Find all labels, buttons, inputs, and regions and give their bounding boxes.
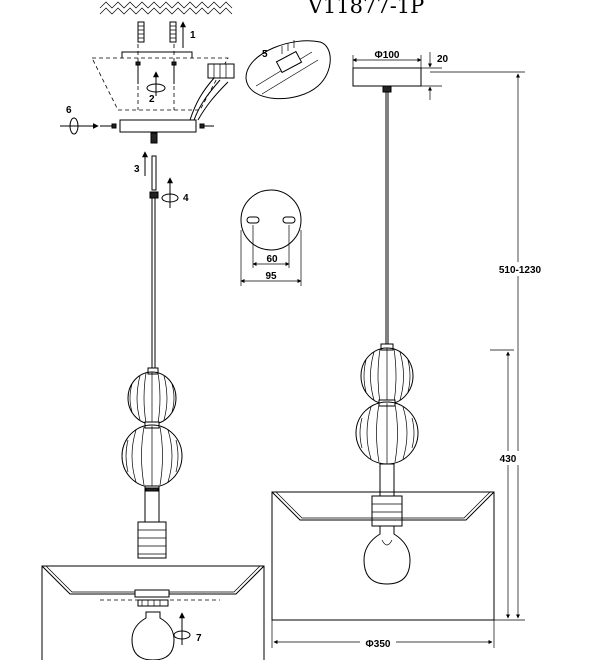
step-1-label: 1 xyxy=(190,30,196,41)
dim-plate-inner: 60 xyxy=(266,254,278,265)
screw-right xyxy=(171,61,177,84)
screw-left xyxy=(135,61,141,84)
dim-canopy-diameter-line xyxy=(352,55,422,68)
terminal-block xyxy=(207,63,235,79)
rotate-icon-step-7 xyxy=(173,612,191,645)
light-bulb-right xyxy=(363,525,411,585)
rotate-icon-step-4 xyxy=(161,177,179,208)
bulb-filament xyxy=(381,539,393,546)
mounting-plate-detail xyxy=(240,189,302,286)
socket-right xyxy=(371,495,403,527)
connector-detail-bubble xyxy=(245,40,331,100)
mounting-bracket xyxy=(121,51,193,58)
step-2-label: 2 xyxy=(149,94,155,105)
wall-anchor-left xyxy=(137,21,145,43)
step-7-label: 7 xyxy=(196,633,202,644)
dim-canopy-height-line xyxy=(421,52,442,100)
rotate-icon-step-6 xyxy=(60,117,99,135)
step-5-label: 5 xyxy=(262,49,268,60)
cable-connector xyxy=(149,155,159,199)
wire-1 xyxy=(189,77,215,121)
dim-shade-diameter: Φ350 xyxy=(366,639,391,650)
socket-left xyxy=(137,521,167,559)
dim-plate-outer: 95 xyxy=(265,271,277,282)
step-4-label: 4 xyxy=(183,193,189,204)
threaded-nipple xyxy=(150,132,158,144)
lamp-neck-left xyxy=(144,485,160,523)
wire-3 xyxy=(197,81,229,121)
wall-anchor-right xyxy=(169,21,177,43)
glass-ball-upper-left xyxy=(127,367,177,425)
dim-canopy-diameter: Φ100 xyxy=(375,50,400,61)
lampshade-right xyxy=(271,491,495,621)
shade-ring-left xyxy=(134,589,170,598)
lampshade-left xyxy=(41,565,265,660)
dim-total-height: 510-1230 xyxy=(499,265,542,276)
canopy-right xyxy=(352,67,422,93)
dim-total-height-line xyxy=(430,71,525,621)
glass-ball-lower-right xyxy=(355,399,419,465)
bulb-socket-ring xyxy=(137,599,169,607)
wire-2 xyxy=(193,79,221,121)
dim-lamp-height: 430 xyxy=(500,454,517,465)
light-bulb-left xyxy=(131,611,175,660)
canopy-plate xyxy=(100,119,214,133)
canopy-outline-dashed xyxy=(91,57,229,111)
dim-canopy-height: 20 xyxy=(437,54,449,65)
step-3-label: 3 xyxy=(134,164,140,175)
product-title: V11877-1P xyxy=(307,0,425,18)
glass-ball-upper-right xyxy=(360,343,414,405)
ceiling-drywall-hatch xyxy=(97,0,233,15)
step-6-label: 6 xyxy=(66,105,72,116)
lamp-neck-right xyxy=(379,463,395,497)
rotate-icon-step-2 xyxy=(146,71,166,96)
dim-lamp-height-line xyxy=(490,349,514,619)
glass-ball-lower-left xyxy=(121,421,183,488)
